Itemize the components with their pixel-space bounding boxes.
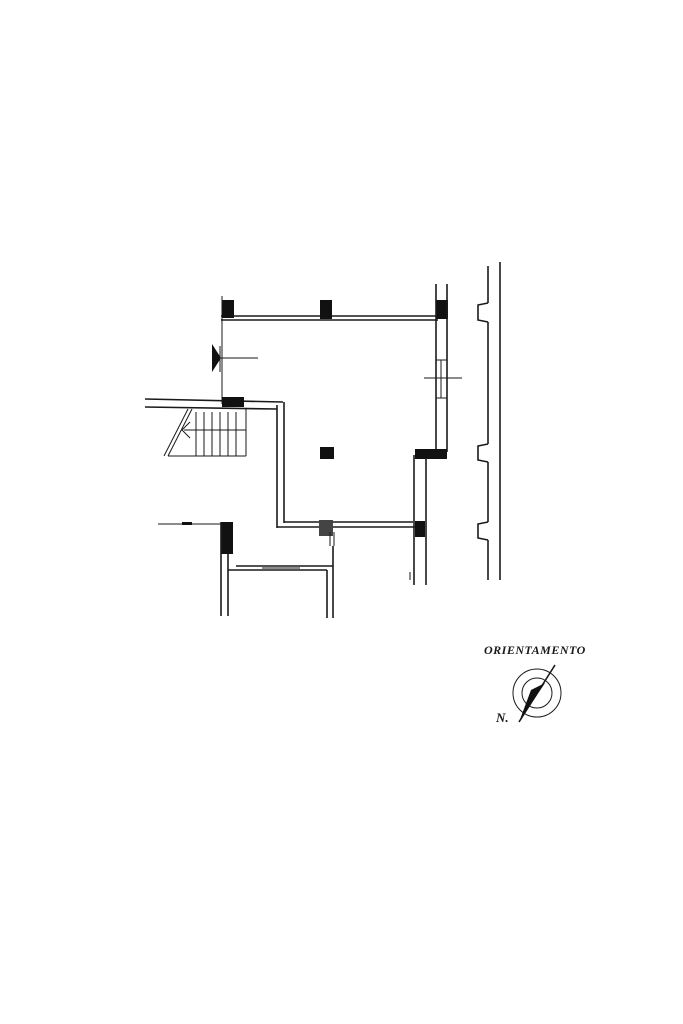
stair-landing-wall xyxy=(144,397,284,410)
right-lower-wall xyxy=(409,455,427,585)
pillar-bottom-middle xyxy=(319,520,333,536)
pillar-center xyxy=(320,447,334,459)
pillar-top-right xyxy=(436,300,448,319)
section-marker-icon xyxy=(212,344,258,372)
staircase xyxy=(163,408,247,457)
compass-icon xyxy=(512,664,562,723)
compass-label: ORIENTAMENTO xyxy=(484,643,586,657)
inner-left-wall xyxy=(276,402,285,528)
pillar-top-middle xyxy=(320,300,332,319)
pillar-lower-left xyxy=(221,522,233,554)
top-wall xyxy=(221,300,448,321)
north-label: N. xyxy=(496,710,509,725)
pillar-stair xyxy=(222,397,244,407)
bottom-wall xyxy=(277,520,418,546)
exterior-wall-right xyxy=(477,262,501,580)
right-wall xyxy=(415,284,462,459)
stair-arrow-icon xyxy=(181,421,191,439)
pillar-right-corner xyxy=(415,449,447,459)
lower-left-rooms xyxy=(158,522,334,618)
pillar-top-left xyxy=(222,300,234,318)
pillar-bottom-right xyxy=(415,521,425,537)
